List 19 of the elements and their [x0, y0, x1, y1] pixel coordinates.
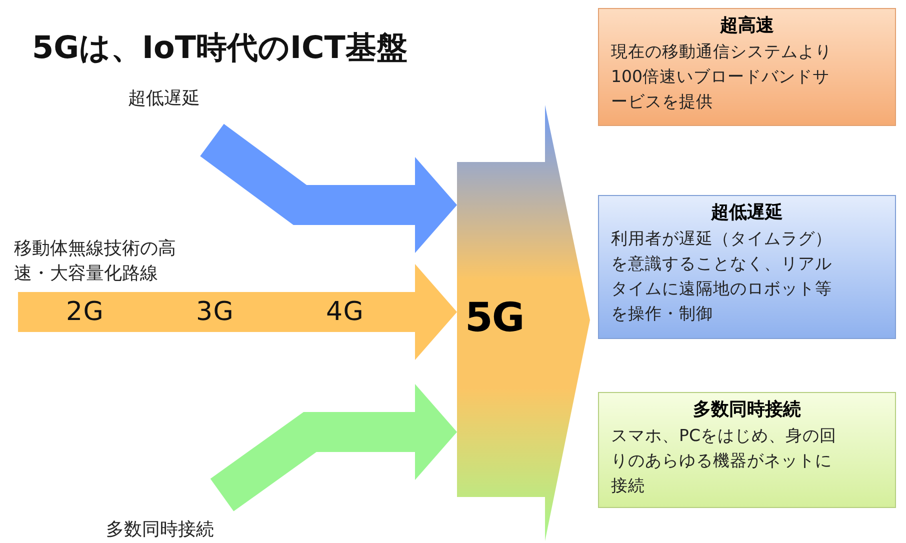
- 5g-block-arrow: [457, 105, 592, 541]
- arrow-caption: 移動体無線技術の高速・大容量化路線: [14, 236, 180, 286]
- thick-arrow: [18, 264, 457, 360]
- feature-description: 現在の移動通信システムより100倍速いブロードバンドサービスを提供: [611, 41, 833, 113]
- diagram-title: 5Gは、IoT時代のICT基盤: [32, 29, 408, 68]
- generation-label: 3G: [196, 296, 234, 328]
- arrow-caption: 超低遅延: [128, 86, 294, 111]
- generation-label: 4G: [326, 296, 364, 328]
- arrow-caption: 多数同時接続: [106, 517, 272, 542]
- feature-title: 超低遅延: [710, 201, 784, 225]
- generation-label: 2G: [66, 296, 104, 328]
- feature-title: 多数同時接続: [692, 398, 802, 422]
- feature-description: スマホ、PCをはじめ、身の回りのあらゆる機器がネットに接続: [611, 425, 838, 497]
- feature-box: [598, 195, 896, 339]
- feature-box: [598, 8, 896, 126]
- 5g-label: 5G: [465, 298, 524, 338]
- feature-box: [598, 392, 896, 508]
- feature-title: 超高速: [718, 14, 775, 38]
- feature-description: 利用者が遅延（タイムラグ）を意識することなく、リアルタイムに遠隔地のロボット等を操作・制御: [611, 228, 833, 325]
